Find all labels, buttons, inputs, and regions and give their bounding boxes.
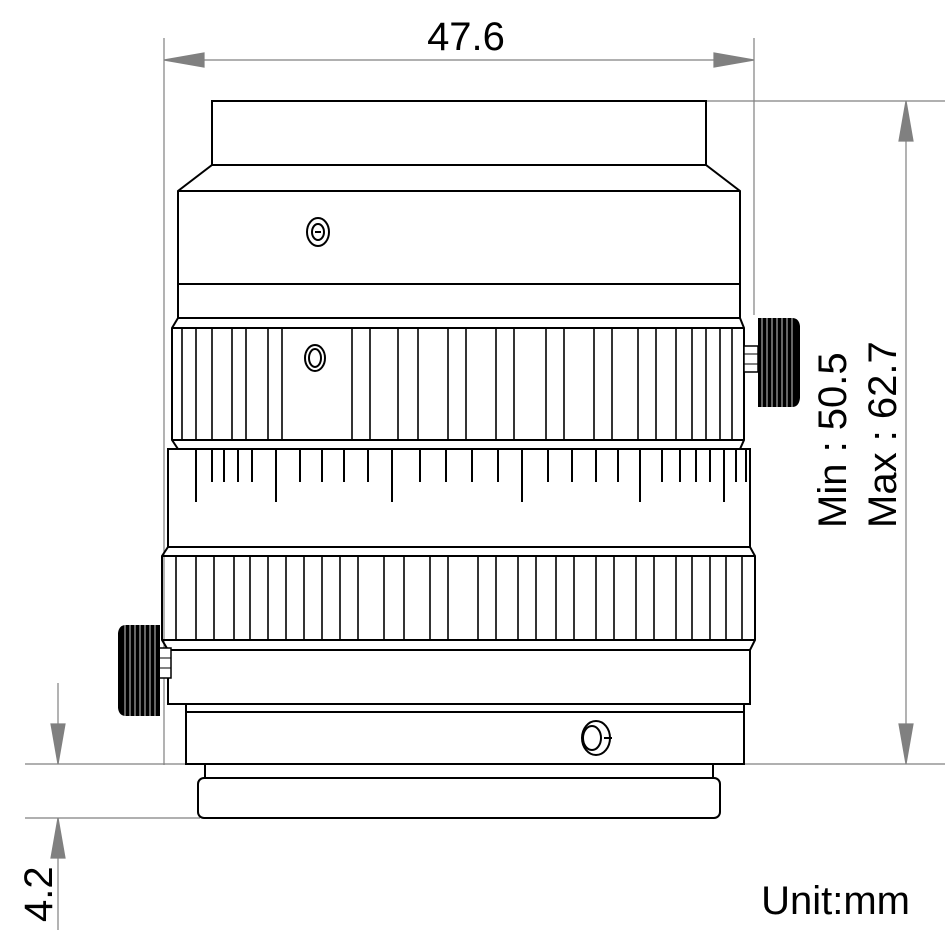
length-arrow-bottom xyxy=(898,723,914,765)
upper-ring-ridges xyxy=(181,328,733,440)
unit-label: Unit:mm xyxy=(761,879,910,923)
min-length-label: Min : 50.5 xyxy=(811,352,855,528)
front-barrel xyxy=(177,164,741,285)
width-arrow-right xyxy=(713,52,755,68)
upper-ring-hole-inner xyxy=(308,348,322,368)
flange-arrow-top xyxy=(50,723,66,765)
lower-knurled-ring xyxy=(161,546,756,651)
max-length-label: Max : 62.7 xyxy=(861,341,905,528)
dimension-lines xyxy=(25,38,945,930)
spacer-ring xyxy=(177,283,741,319)
flange-depth-label: 4.2 xyxy=(17,866,61,922)
width-arrow-left xyxy=(163,52,205,68)
lower-collar xyxy=(167,649,751,705)
width-dimension-label: 47.6 xyxy=(427,15,505,59)
front-set-screw xyxy=(306,217,330,247)
iris-lock-knob xyxy=(118,625,172,716)
mount-thread xyxy=(197,777,721,819)
lower-ring-ridges xyxy=(175,556,743,640)
focus-lock-knob xyxy=(743,318,800,407)
rear-set-screw xyxy=(581,720,612,756)
length-arrow-top xyxy=(898,100,914,142)
upper-knurled-ring xyxy=(171,317,745,450)
lens-body xyxy=(161,100,756,819)
front-cap xyxy=(211,100,707,166)
mount-thread-step xyxy=(204,763,714,779)
scale-ticks xyxy=(195,450,747,502)
upper-ring-hole xyxy=(304,344,326,372)
flange-arrow-bottom xyxy=(50,817,66,859)
